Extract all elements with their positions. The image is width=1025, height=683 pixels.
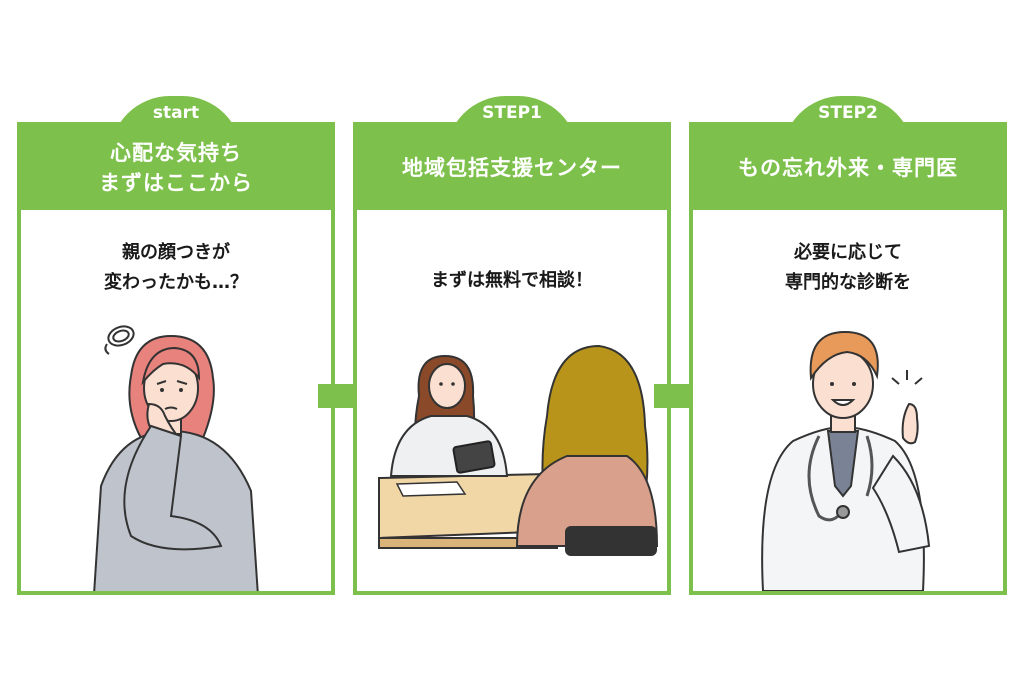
- step-card: 地域包括支援センター まずは無料で相談！: [353, 122, 671, 595]
- step-1: STEP1 地域包括支援センター まずは無料で相談！: [353, 96, 671, 595]
- step-title-line: 地域包括支援センター: [402, 156, 622, 180]
- step-title: 地域包括支援センター: [357, 126, 667, 210]
- step-title-line: もの忘れ外来・専門医: [738, 156, 958, 180]
- step-title-line: 心配な気持ち: [110, 141, 242, 165]
- step-description-line: まずは無料で相談！: [431, 270, 593, 291]
- worried-woman-illustration: [93, 325, 259, 591]
- step-description-line: 変わったかも…？: [104, 272, 248, 293]
- step-description: 必要に応じて 専門的な診断を: [693, 238, 1003, 298]
- step-title: 心配な気持ち まずはここから: [21, 126, 331, 210]
- step-description-line: 専門的な診断を: [785, 272, 911, 293]
- step-title-line: まずはここから: [99, 171, 253, 195]
- step-card: 心配な気持ち まずはここから 親の顔つきが 変わったかも…？: [17, 122, 335, 595]
- step-description-line: 親の顔つきが: [122, 242, 230, 263]
- step-description: まずは無料で相談！: [357, 266, 667, 296]
- step-description: 親の顔つきが 変わったかも…？: [21, 238, 331, 298]
- step-title: もの忘れ外来・専門医: [693, 126, 1003, 210]
- step-card: もの忘れ外来・専門医 必要に応じて 専門的な診断を: [689, 122, 1007, 595]
- consultation-illustration: [378, 344, 659, 556]
- step-start: start 心配な気持ち まずはここから 親の顔つきが 変わったかも…？: [17, 96, 335, 595]
- step-description-line: 必要に応じて: [794, 242, 902, 263]
- doctor-illustration: [761, 330, 931, 591]
- step-2: STEP2 もの忘れ外来・専門医 必要に応じて 専門的な診断を: [689, 96, 1007, 595]
